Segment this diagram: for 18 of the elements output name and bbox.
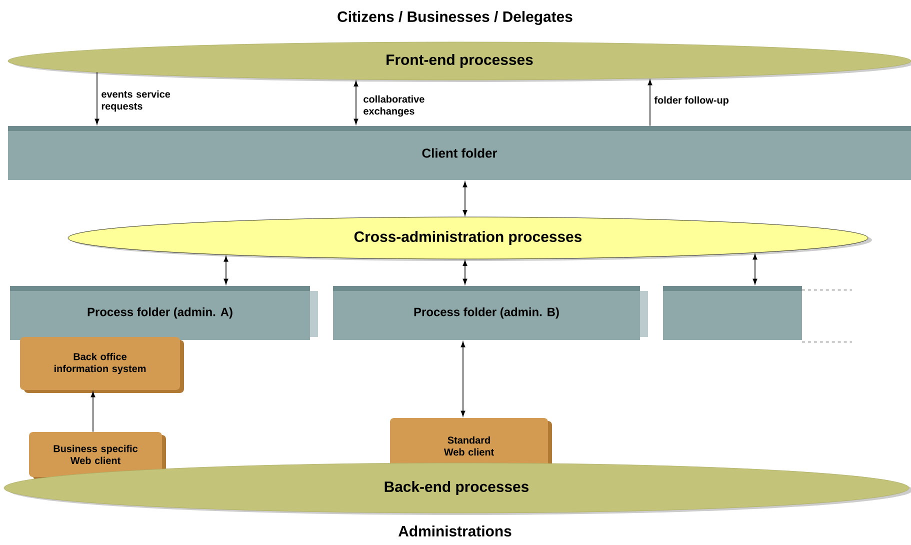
arrow <box>462 182 468 216</box>
edge-label: folder follow-up <box>654 96 728 106</box>
arrow <box>752 254 758 284</box>
arrow <box>90 392 96 432</box>
edge-label: collaborative exchanges <box>364 95 424 117</box>
arrow <box>648 80 652 126</box>
arrow <box>354 80 358 124</box>
folder-box: Client folder <box>8 126 911 180</box>
folder-box <box>663 286 802 340</box>
arrow <box>462 260 468 284</box>
arrow <box>224 256 228 284</box>
arrow <box>94 72 100 124</box>
arrow <box>460 342 466 416</box>
system-box: Back office information system <box>20 337 184 393</box>
edge-label: events service requests <box>102 90 170 112</box>
heading: Citizens / Businesses / Delegates <box>338 11 572 25</box>
folder-box: Process folder (admin. B) <box>333 286 648 340</box>
folder-box: Process folder (admin. A) <box>10 286 318 340</box>
